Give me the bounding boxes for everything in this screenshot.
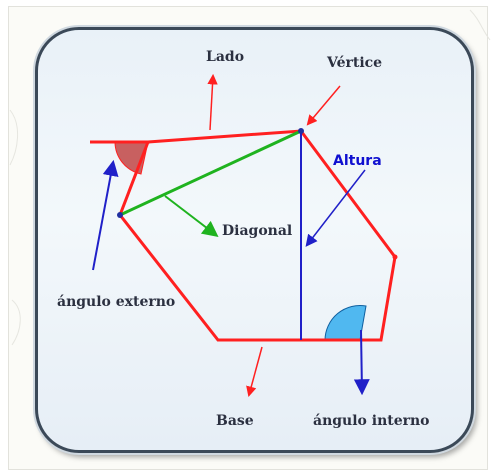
height-label: Altura: [333, 153, 382, 169]
external-angle-label: ángulo externo: [57, 294, 175, 310]
vertex-arrow: [306, 85, 341, 126]
vertex-dot: [392, 254, 398, 260]
external-angle-arrow: [92, 159, 119, 271]
vertex-dot: [298, 128, 304, 134]
background-decoration: [9, 9, 491, 346]
diagonal-label: Diagonal: [222, 223, 292, 239]
internal-angle-label: ángulo interno: [313, 413, 430, 429]
diagonal-arrow: [164, 195, 219, 237]
internal-angle-wedge: [324, 305, 367, 341]
vertex-dot: [117, 212, 123, 218]
side-arrow: [207, 73, 218, 131]
side-label: Lado: [206, 49, 244, 65]
base-label: Base: [216, 413, 254, 429]
diagram-card: [35, 27, 474, 453]
internal-angle-arrow: [353, 329, 370, 396]
diagonal-line: [119, 129, 302, 217]
base-arrow: [246, 346, 263, 398]
vertex-label: Vértice: [326, 55, 382, 71]
height-arrow: [305, 169, 366, 247]
